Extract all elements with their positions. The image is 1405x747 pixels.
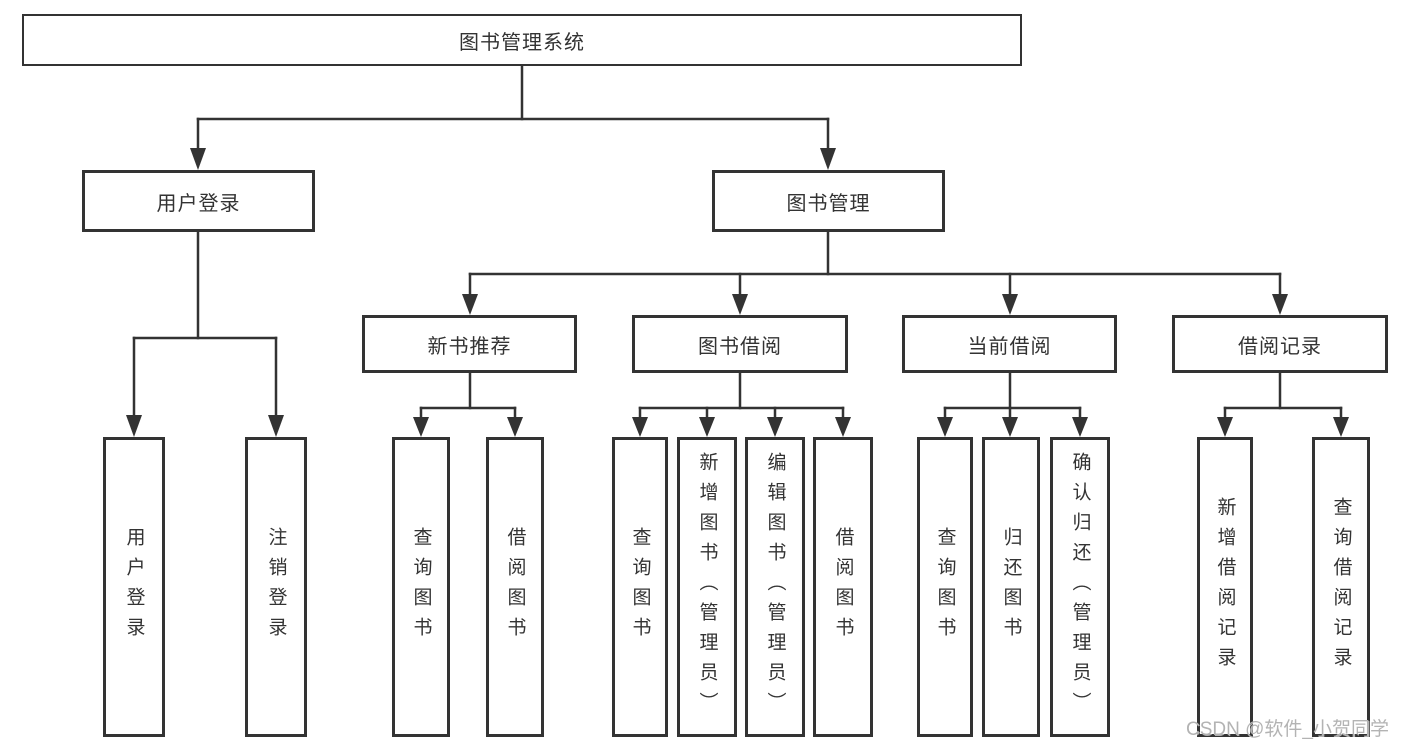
leaf-newbook-query-books: 查询图书 [392, 437, 450, 737]
leaf-query-borrow-record-label: 查询借阅记录 [1330, 497, 1352, 677]
arrowhead-current-borrow [1002, 294, 1018, 315]
leaf-edit-book-admin-label: 编辑图书（管理员） [764, 452, 786, 722]
arrowhead-leaf-login [126, 415, 142, 437]
arrowhead-new-book [462, 294, 478, 315]
leaf-user-login: 用户登录 [103, 437, 165, 737]
arrowhead-br-add [1217, 417, 1233, 437]
node-book-management-label: 图书管理 [786, 192, 871, 215]
leaf-confirm-return-admin: 确认归还（管理员） [1050, 437, 1110, 737]
arrowhead-cb-query [937, 417, 953, 437]
leaf-logout-label: 注销登录 [265, 527, 287, 647]
arrowhead-nb-query [413, 417, 429, 437]
node-current-borrow-label: 当前借阅 [967, 335, 1052, 358]
node-user-login-label: 用户登录 [156, 192, 241, 215]
leaf-current-query-books-label: 查询图书 [934, 527, 956, 647]
node-book-borrow: 图书借阅 [632, 315, 848, 373]
arrowhead-cb-confirm [1072, 417, 1088, 437]
arrowhead-book-borrow [732, 294, 748, 315]
leaf-return-books-label: 归还图书 [1000, 527, 1022, 647]
leaf-logout: 注销登录 [245, 437, 307, 737]
arrowhead-bb-query [632, 417, 648, 437]
leaf-add-borrow-record: 新增借阅记录 [1197, 437, 1253, 737]
leaf-add-book-admin-label: 新增图书（管理员） [696, 452, 718, 722]
leaf-newbook-borrow-books-label: 借阅图书 [504, 527, 526, 647]
leaf-add-book-admin: 新增图书（管理员） [677, 437, 737, 737]
arrowhead-cb-return [1002, 417, 1018, 437]
node-new-book-recommend-label: 新书推荐 [427, 335, 512, 358]
leaf-newbook-borrow-books: 借阅图书 [486, 437, 544, 737]
arrowhead-user-login [190, 148, 206, 170]
arrowhead-br-query [1333, 417, 1349, 437]
arrowhead-leaf-logout [268, 415, 284, 437]
leaf-return-books: 归还图书 [982, 437, 1040, 737]
arrowhead-bb-borrow [835, 417, 851, 437]
node-root-label: 图书管理系统 [459, 31, 585, 54]
csdn-watermark: CSDN @软件_小贺同学 [1186, 719, 1389, 740]
node-root-system: 图书管理系统 [22, 14, 1022, 66]
leaf-query-borrow-record: 查询借阅记录 [1312, 437, 1370, 737]
node-book-management: 图书管理 [712, 170, 945, 232]
node-user-login: 用户登录 [82, 170, 315, 232]
leaf-edit-book-admin: 编辑图书（管理员） [745, 437, 805, 737]
arrowhead-bb-add [699, 417, 715, 437]
leaf-borrow-query-books-label: 查询图书 [629, 527, 651, 647]
leaf-borrow-books: 借阅图书 [813, 437, 873, 737]
leaf-current-query-books: 查询图书 [917, 437, 973, 737]
arrowhead-bb-edit [767, 417, 783, 437]
leaf-borrow-books-label: 借阅图书 [832, 527, 854, 647]
arrowhead-nb-borrow [507, 417, 523, 437]
leaf-confirm-return-admin-label: 确认归还（管理员） [1069, 452, 1091, 722]
leaf-borrow-query-books: 查询图书 [612, 437, 668, 737]
leaf-newbook-query-books-label: 查询图书 [410, 527, 432, 647]
arrowheads [126, 148, 1349, 437]
node-new-book-recommend: 新书推荐 [362, 315, 577, 373]
node-borrow-record: 借阅记录 [1172, 315, 1388, 373]
arrowhead-borrow-record [1272, 294, 1288, 315]
leaf-add-borrow-record-label: 新增借阅记录 [1214, 497, 1236, 677]
node-current-borrow: 当前借阅 [902, 315, 1117, 373]
leaf-user-login-label: 用户登录 [123, 527, 145, 647]
arrowhead-book-mgmt [820, 148, 836, 170]
node-borrow-record-label: 借阅记录 [1238, 335, 1322, 358]
node-book-borrow-label: 图书借阅 [698, 335, 782, 358]
